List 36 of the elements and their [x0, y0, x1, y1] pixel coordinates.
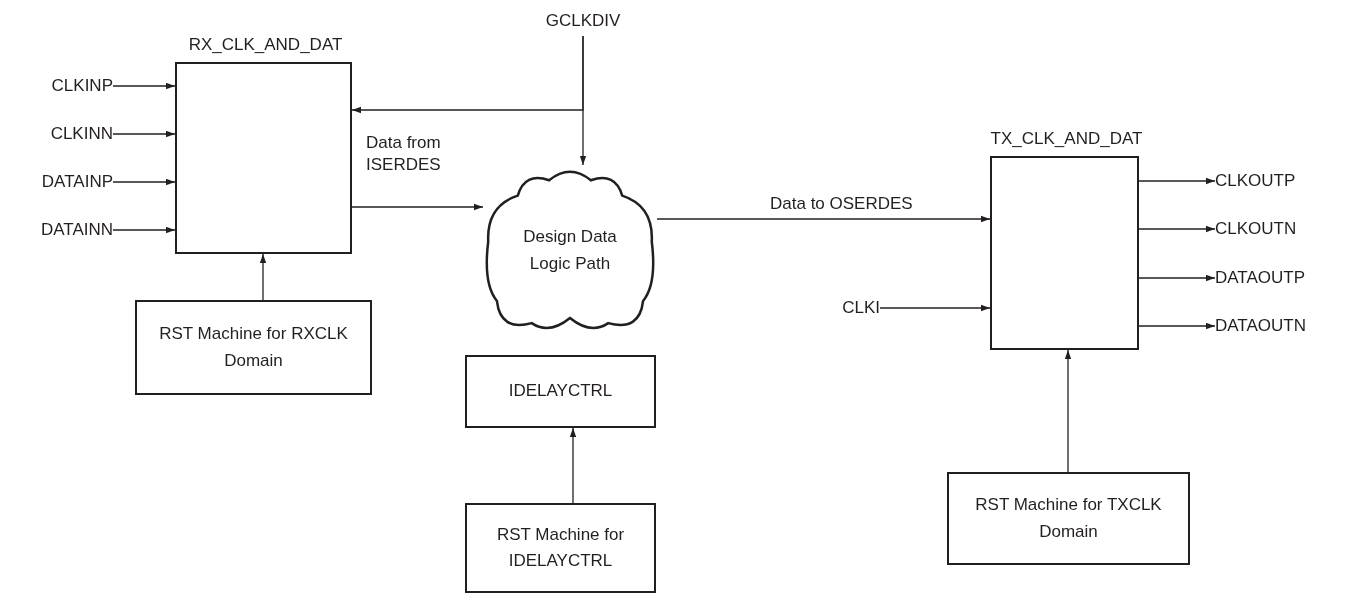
- process-box: [947, 472, 1190, 565]
- process-box: [465, 355, 656, 428]
- arrow: [112, 130, 176, 138]
- signal-label: DATAINN: [13, 218, 113, 242]
- signal-label: CLKOUTP: [1215, 169, 1325, 193]
- signal-label: GCLKDIV: [540, 6, 626, 36]
- arrow: [112, 178, 176, 186]
- arrow: [259, 253, 267, 301]
- arrow: [1138, 225, 1216, 233]
- arrow: [1138, 274, 1216, 282]
- cloud-text: Design Data Logic Path: [522, 225, 618, 275]
- signal-label: DATAOUTP: [1215, 266, 1335, 290]
- arrow: [1138, 322, 1216, 330]
- box-text: IDELAYCTRL: [507, 380, 614, 403]
- arrow: [1064, 349, 1072, 473]
- arrow: [112, 226, 176, 234]
- block-title: RX_CLK_AND_DAT: [187, 34, 344, 56]
- arrow: [1138, 177, 1216, 185]
- box-text: RST Machine for IDELAYCTRL: [495, 523, 626, 572]
- signal-label: CLKINN: [13, 122, 113, 146]
- signal-label: CLKI: [800, 296, 880, 320]
- box-text: RST Machine for RXCLK Domain: [158, 323, 349, 372]
- arrow: [351, 203, 484, 211]
- process-box: [465, 503, 656, 593]
- block-title: TX_CLK_AND_DAT: [989, 128, 1144, 150]
- arrow: [656, 215, 991, 223]
- signal-label: CLKINP: [13, 74, 113, 98]
- process-box: [135, 300, 372, 395]
- signal-label: DATAINP: [13, 170, 113, 194]
- signal-label: CLKOUTN: [1215, 217, 1325, 241]
- arrow: [579, 35, 587, 166]
- arrow: [112, 82, 176, 90]
- arrow: [879, 304, 991, 312]
- signal-label: DATAOUTN: [1215, 314, 1335, 338]
- arrow: [569, 427, 577, 504]
- box-text: RST Machine for TXCLK Domain: [974, 494, 1163, 543]
